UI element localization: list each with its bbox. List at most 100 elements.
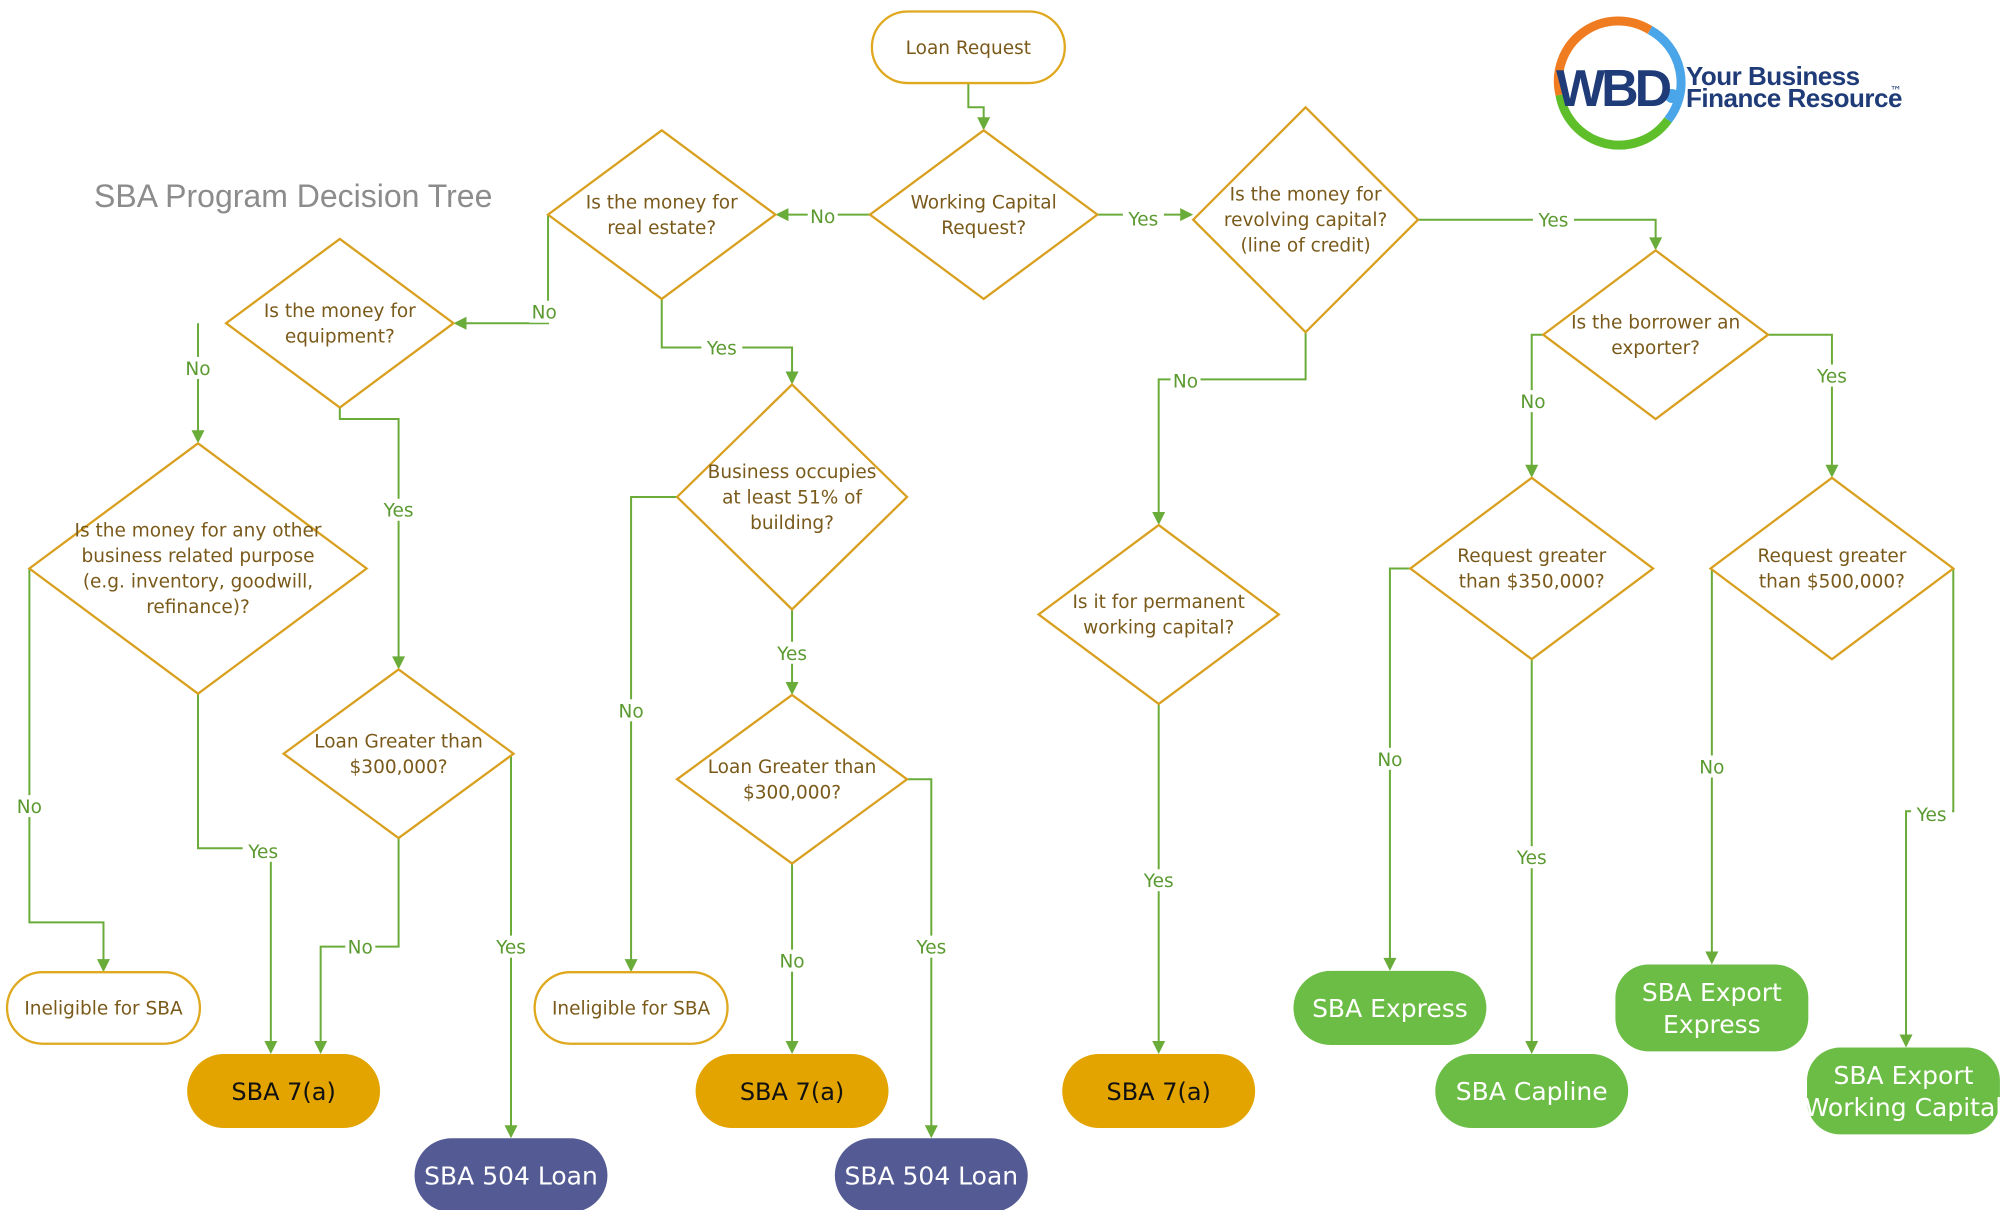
decision-diamond (868, 128, 1100, 301)
node-sba7a-1: SBA 7(a) (187, 1053, 381, 1129)
logo-ring-icon (1553, 16, 1686, 150)
edge-e15: Yes (907, 778, 952, 1139)
edge-label-background (1532, 208, 1574, 231)
edge-line (1418, 218, 1657, 241)
arrowhead-icon (392, 656, 406, 670)
arrowhead-icon (1705, 951, 1719, 965)
decision-diamond (546, 128, 778, 301)
edge-e1 (967, 83, 991, 131)
edge-label: Yes (706, 338, 737, 359)
edge-e18: Yes (1138, 703, 1180, 1054)
edge-label-background (771, 641, 813, 664)
node-text-line: SBA 7(a) (740, 1078, 844, 1106)
node-text-line: at least 51% of (722, 487, 862, 508)
node-text-line: Ineligible for SBA (552, 998, 711, 1019)
arrowhead-icon (314, 1040, 328, 1054)
node-text-line: Is it for permanent (1072, 592, 1244, 613)
arrowhead-icon (264, 1040, 278, 1054)
edge-e2: No (775, 204, 870, 228)
node-loan-request: Loan Request (870, 10, 1066, 85)
terminal-box (870, 10, 1066, 85)
edge-label-background (701, 336, 743, 359)
node-text-line: Express (1663, 1010, 1761, 1039)
edge-line (967, 83, 985, 121)
node-text-line: Business occupies (708, 462, 877, 483)
decision-diamond (1408, 476, 1656, 661)
edge-label: No (348, 938, 373, 959)
edge-label-background (242, 839, 284, 862)
edge-e16: No (1152, 332, 1307, 526)
node-text-line: business related purpose (82, 546, 315, 567)
node-text-line: SBA 7(a) (1106, 1078, 1210, 1106)
edge-e12: No (616, 495, 678, 973)
node-text-line: SBA Capline (1456, 1077, 1608, 1106)
edge-label: No (1377, 750, 1402, 771)
edge-line (463, 214, 550, 325)
edge-label: No (1173, 372, 1198, 393)
edge-label-background (1138, 869, 1180, 892)
outcome-pill (187, 1053, 381, 1129)
outcome-pill (695, 1053, 889, 1129)
arrowhead-icon (924, 1125, 938, 1139)
edge-label-background (1511, 846, 1553, 869)
edge-label: Yes (915, 938, 946, 959)
node-ineligible-1: Ineligible for SBA (5, 971, 202, 1045)
edge-label: No (810, 207, 835, 228)
node-text-line: Is the money for any other (75, 521, 322, 542)
node-text-line: SBA Export (1834, 1061, 1974, 1090)
node-text-line: exporter? (1611, 338, 1700, 359)
edge-line (1530, 333, 1544, 468)
node-ineligible-2: Ineligible for SBA (533, 971, 729, 1045)
edge-e10: No (314, 838, 400, 1054)
node-loan-300k-1: Loan Greater than$300,000? (281, 667, 516, 840)
edge-label-background (529, 300, 560, 323)
node-text-line: $300,000? (350, 757, 448, 778)
edge-line (338, 407, 400, 660)
node-text-line: Request? (941, 218, 1026, 239)
arrowhead-icon (504, 1125, 518, 1139)
edge-e3: Yes (1097, 207, 1194, 230)
node-text-line: Request greater (1457, 546, 1606, 567)
edge-e21: No (1374, 567, 1411, 971)
outcome-pill (1807, 1047, 2000, 1135)
arrowhead-icon (1180, 208, 1194, 222)
edge-label-background (183, 356, 214, 379)
edge-label-background (345, 935, 376, 958)
node-other-purpose: Is the money for any other business relat… (27, 441, 369, 696)
node-sba7a-3: SBA 7(a) (1062, 1053, 1256, 1129)
arrowhead-icon (453, 316, 467, 330)
logo-trademark: ™ (1890, 84, 1902, 98)
edge-label: No (1520, 392, 1545, 413)
arrowhead-icon (96, 959, 110, 973)
arrowhead-icon (191, 430, 205, 444)
arrowhead-icon (1825, 464, 1839, 478)
terminal-box (533, 971, 729, 1045)
edge-label-background (910, 935, 952, 958)
edge-e5: Yes (660, 298, 799, 385)
edge-label-background (777, 949, 808, 972)
edge-label: No (779, 952, 804, 973)
edge-label-background (490, 935, 532, 958)
edge-line (1768, 333, 1833, 468)
node-text-line: Request greater (1757, 546, 1906, 567)
edge-label-background (1911, 802, 1953, 825)
node-text-line: SBA Express (1312, 994, 1468, 1023)
arrowhead-icon (1383, 957, 1397, 971)
edge-label-background (1170, 369, 1201, 392)
node-text-line: Working Capital (1805, 1093, 2002, 1122)
diagram-title: SBA Program Decision Tree (94, 178, 492, 214)
edge-label-background (616, 699, 647, 722)
node-text-line: refinance)? (146, 597, 250, 618)
arrowhead-icon (1152, 1040, 1166, 1054)
edge-label: No (532, 303, 557, 324)
arrowhead-icon (785, 1040, 799, 1054)
